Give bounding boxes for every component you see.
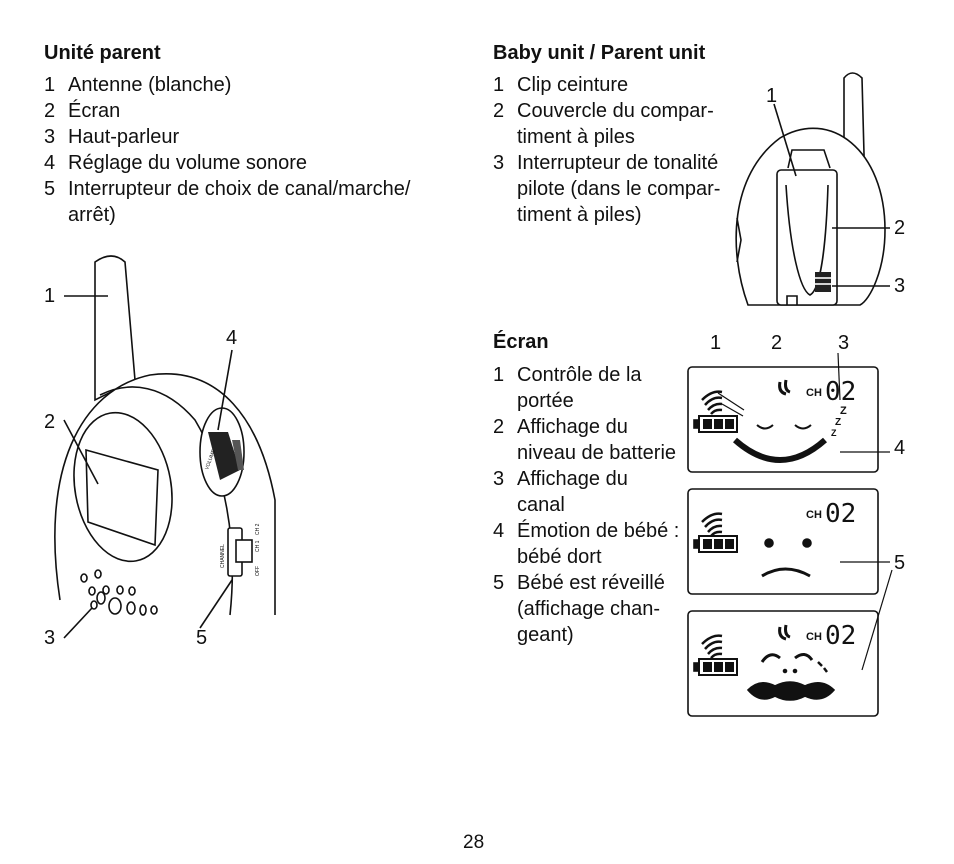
baby-callout-2: 2: [894, 217, 906, 239]
baby-unit-illustration: [735, 72, 890, 306]
belt-clip-illustration: [776, 169, 838, 306]
baby-unit-heading: Baby unit / Parent unit: [493, 42, 706, 64]
battery-icon-3: [693, 658, 738, 676]
ch1-label: CH 1: [255, 540, 261, 552]
screen-callout-4: 4: [894, 437, 906, 459]
ch2-label: CH 2: [255, 523, 261, 535]
channel-digits-2: 02: [825, 499, 856, 529]
baby-callout-1: 1: [766, 85, 778, 107]
screen-callout-1: 1: [710, 332, 722, 354]
baby-callout-3: 3: [894, 275, 906, 297]
parent-callout-5: 5: [196, 627, 208, 649]
screen-callout-3: 3: [838, 332, 850, 354]
lcd-panel-2: [687, 488, 879, 595]
battery-icon-2: [693, 535, 738, 553]
screen-callout-2: 2: [771, 332, 783, 354]
parent-callout-4: 4: [226, 327, 238, 349]
parent-callout-2: 2: [44, 411, 56, 433]
ch-label-1: CH: [806, 387, 822, 399]
ch-label-2: CH: [806, 509, 822, 521]
lcd-screen-illustration: [85, 448, 159, 547]
parent-callout-1: 1: [44, 285, 56, 307]
ch-label-3: CH: [806, 631, 822, 643]
screen-callout-5: 5: [894, 552, 906, 574]
crying-mouth: [746, 681, 836, 701]
channel-label: CHANNEL: [220, 544, 226, 568]
zzz-1: Z: [840, 405, 847, 417]
lcd-panel-1: [687, 366, 879, 473]
zzz-2: Z: [835, 417, 841, 428]
baby-hair-icon: [778, 379, 791, 396]
parent-callout-3: 3: [44, 627, 56, 649]
antenna-illustration: [94, 255, 136, 402]
page-number: 28: [463, 832, 485, 853]
zzz-3: Z: [831, 428, 837, 438]
channel-digits-3: 02: [825, 621, 856, 651]
channel-digits-1: 02: [825, 377, 856, 407]
off-label: OFF: [255, 566, 261, 576]
signal-icon-3: [701, 634, 723, 659]
battery-icon: [693, 415, 738, 433]
awake-mouth: [761, 567, 811, 578]
parent-unit-illustration: [54, 255, 276, 639]
parent-unit-heading: Unité parent: [44, 42, 161, 64]
screen-heading: Écran: [493, 331, 549, 353]
signal-icon: [701, 390, 723, 415]
speaker-holes-illustration: [80, 569, 158, 616]
sleep-mouth: [733, 437, 827, 463]
